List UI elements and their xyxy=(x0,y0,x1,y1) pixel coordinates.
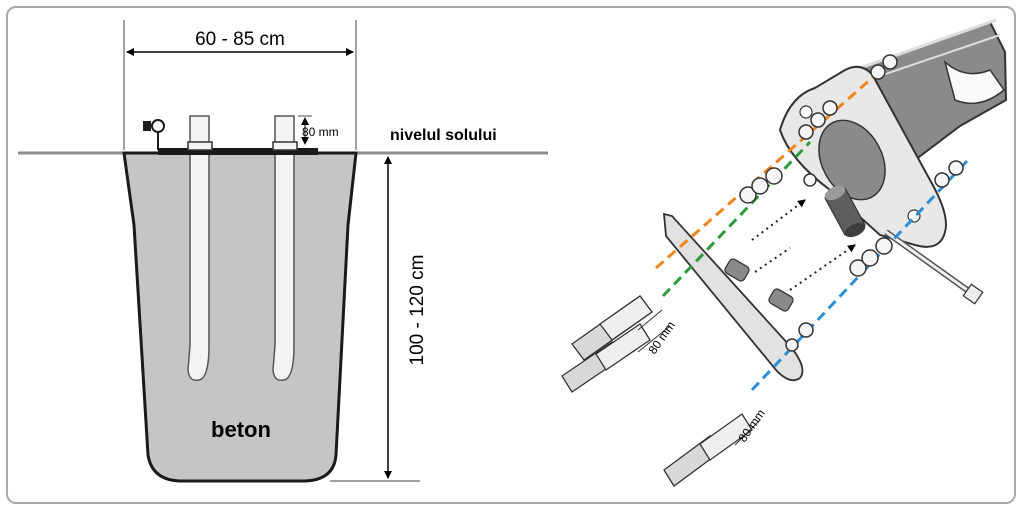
flange-opening xyxy=(818,119,886,201)
width-label: 60 - 85 cm xyxy=(195,29,285,50)
fill-label: beton xyxy=(211,417,271,442)
spacer-tube-small-1 xyxy=(724,258,750,282)
spacer-tube-small-2 xyxy=(768,288,794,312)
hardware-stack xyxy=(739,54,964,352)
fitting-block xyxy=(143,121,151,131)
anchor-rod-3 xyxy=(663,413,753,487)
cross-section: 60 - 85 cm 80 mm nivelul solului 100 - 1… xyxy=(18,20,548,483)
anchor-bolt-left xyxy=(187,115,210,382)
green-guide-line xyxy=(661,140,812,298)
exploded-view: 80 mm 80 mm xyxy=(561,18,1008,487)
nut-right xyxy=(272,141,298,151)
bolt-height-label: 80 mm xyxy=(302,125,339,139)
concrete-pit xyxy=(122,151,358,483)
long-bolt-head xyxy=(962,283,984,305)
anchor-rod-1 xyxy=(571,295,653,361)
anchor-bolt-right xyxy=(272,115,295,382)
spacer-tube-large xyxy=(824,185,866,238)
fitting-ring-icon xyxy=(151,119,165,133)
ground-label: nivelul solului xyxy=(390,127,497,144)
spacing-label-1: 80 mm xyxy=(645,319,678,357)
orange-guide-line xyxy=(655,62,889,270)
base-plate xyxy=(158,148,318,155)
anchor-rod-2 xyxy=(561,323,651,393)
blue-guide-line xyxy=(750,158,970,392)
depth-label: 100 - 120 cm xyxy=(407,255,428,366)
nut-left xyxy=(187,141,213,151)
